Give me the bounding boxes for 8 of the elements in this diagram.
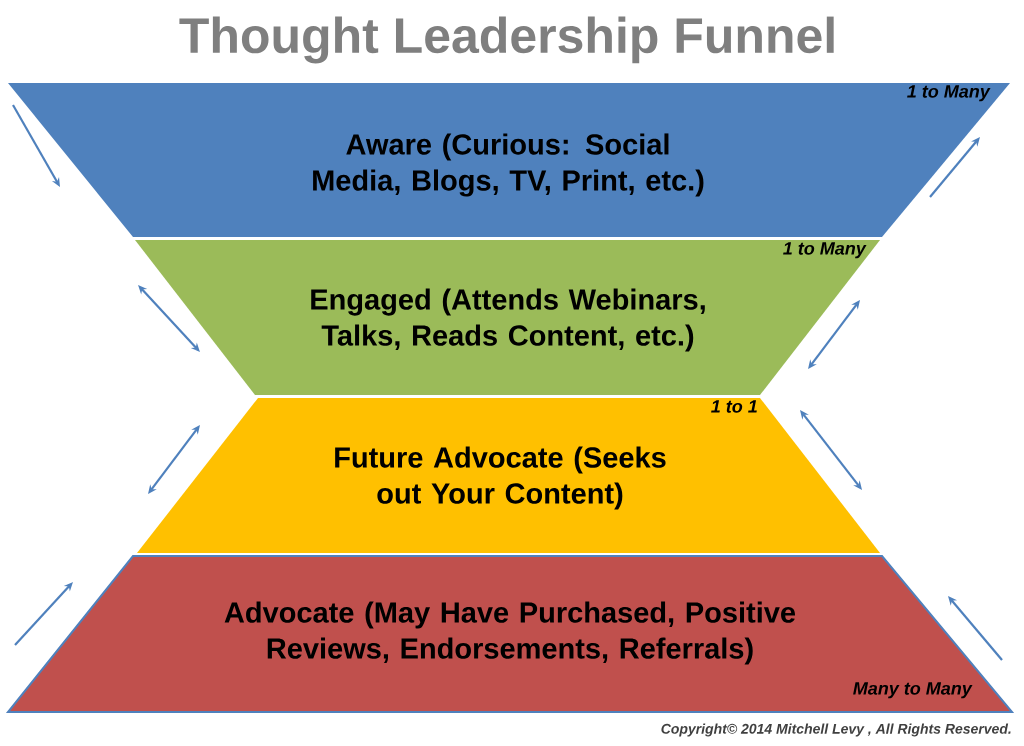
funnel-band: Future Advocate (Seeks out Your Content) 1 to 1 [137, 398, 880, 553]
reach-label: 1 to Many [783, 242, 867, 259]
funnel-band: Aware (Curious: Social Media, Blogs, TV, Print, etc.) 1 to Many [8, 83, 1010, 237]
title: Thought Leadership Funnel [179, 16, 834, 64]
reach-label: 1 to Many [907, 85, 991, 102]
reach-label: 1 to 1 [711, 400, 757, 413]
reach-label: Many to Many [853, 682, 973, 699]
funnel-band: Engaged (Attends Webinars, Talks, Reads Content, etc.) 1 to Many [135, 240, 880, 395]
